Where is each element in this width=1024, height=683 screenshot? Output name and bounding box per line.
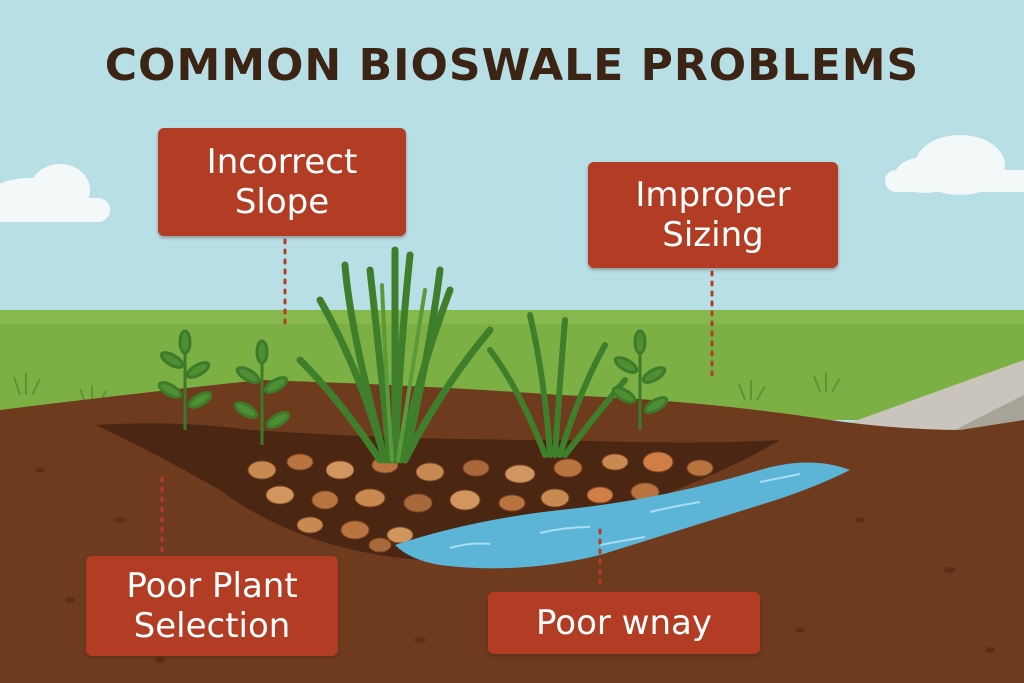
label-line: Slope	[234, 182, 330, 222]
leafy-plant-left	[157, 329, 213, 430]
leafy-plant-right	[611, 329, 669, 430]
label-incorrect-slope: Incorrect Slope	[158, 128, 406, 236]
label-improper-sizing: Improper Sizing	[588, 162, 838, 268]
label-poor-wnay: Poor wnay	[488, 592, 760, 654]
cloud-left	[0, 164, 110, 222]
label-line: Improper	[635, 175, 791, 215]
label-line: Sizing	[662, 215, 764, 255]
label-line: Selection	[133, 606, 291, 646]
cloud-right	[885, 135, 1024, 195]
tall-grass-plant	[296, 246, 494, 464]
label-line: Poor Plant	[126, 566, 298, 606]
leafy-plant-mid	[233, 339, 291, 445]
water-stream	[395, 462, 850, 569]
grass-clump-plant	[487, 312, 628, 458]
page-title: COMMON BIOSWALE PROBLEMS	[104, 40, 920, 91]
label-line: Poor wnay	[536, 603, 712, 643]
sidewalk	[830, 360, 1024, 440]
label-poor-plant-selection: Poor Plant Selection	[86, 556, 338, 656]
label-line: Incorrect	[206, 142, 358, 182]
